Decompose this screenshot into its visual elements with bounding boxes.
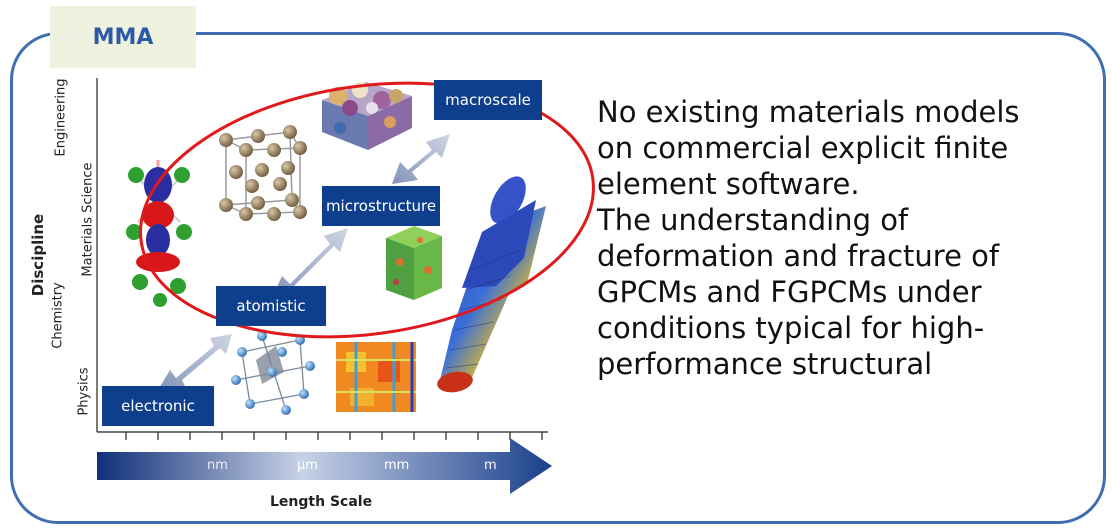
description-line: GPCMs and FGPCMs under xyxy=(597,275,982,309)
description-text: No existing materials models on commerci… xyxy=(597,94,1107,382)
description-line: deformation and fracture of xyxy=(597,239,1000,273)
description-line: performance structural xyxy=(597,347,933,381)
highlight-ellipse xyxy=(139,81,595,339)
double-arrow-atomistic-microstructure xyxy=(272,228,348,298)
x-axis-ticks xyxy=(125,432,543,440)
stage-label-atomistic: atomistic xyxy=(236,297,306,315)
atomic-cluster-image xyxy=(231,331,315,415)
tab-label: MMA xyxy=(92,24,154,50)
stage-box-atomistic: atomistic xyxy=(216,286,326,326)
description-line: No existing materials models xyxy=(597,95,1020,129)
scale-unit-um: μm xyxy=(297,458,318,473)
description-line: The understanding of xyxy=(597,203,909,237)
y-level-engineering: Engineering xyxy=(53,78,69,157)
finite-element-rod-image xyxy=(437,176,546,393)
green-grain-cube-image xyxy=(386,226,442,300)
description-line: conditions typical for high- xyxy=(597,311,985,345)
y-level-chemistry: Chemistry xyxy=(50,282,66,349)
double-arrow-electronic-atomistic xyxy=(158,334,232,390)
stage-label-electronic: electronic xyxy=(121,397,195,415)
scale-unit-nm: nm xyxy=(207,458,228,473)
y-level-physics: Physics xyxy=(76,367,92,416)
x-axis-title: Length Scale xyxy=(270,494,373,510)
stage-box-electronic: electronic xyxy=(102,386,214,426)
description-line: on commercial explicit finite xyxy=(597,131,1009,165)
stage-label-macroscale: macroscale xyxy=(445,91,531,109)
scale-unit-mm: mm xyxy=(384,458,410,473)
heatmap-grid-image xyxy=(336,342,416,412)
content-frame xyxy=(10,32,1106,524)
double-arrow-microstructure-macroscale xyxy=(392,134,450,184)
y-level-materials-science: Materials Science xyxy=(80,162,96,277)
stage-label-microstructure: microstructure xyxy=(325,197,437,215)
orbital-molecule-image xyxy=(126,160,192,307)
stage-box-macroscale: macroscale xyxy=(434,80,542,120)
section-tab: MMA xyxy=(50,6,196,68)
grain-structure-image xyxy=(322,82,412,150)
stage-box-microstructure: microstructure xyxy=(322,186,440,226)
scale-unit-m: m xyxy=(484,458,497,473)
y-axis-title: Discipline xyxy=(29,213,47,297)
crystal-lattice-image xyxy=(219,125,307,221)
length-scale-arrow xyxy=(97,438,552,494)
description-line: element software. xyxy=(597,167,860,201)
